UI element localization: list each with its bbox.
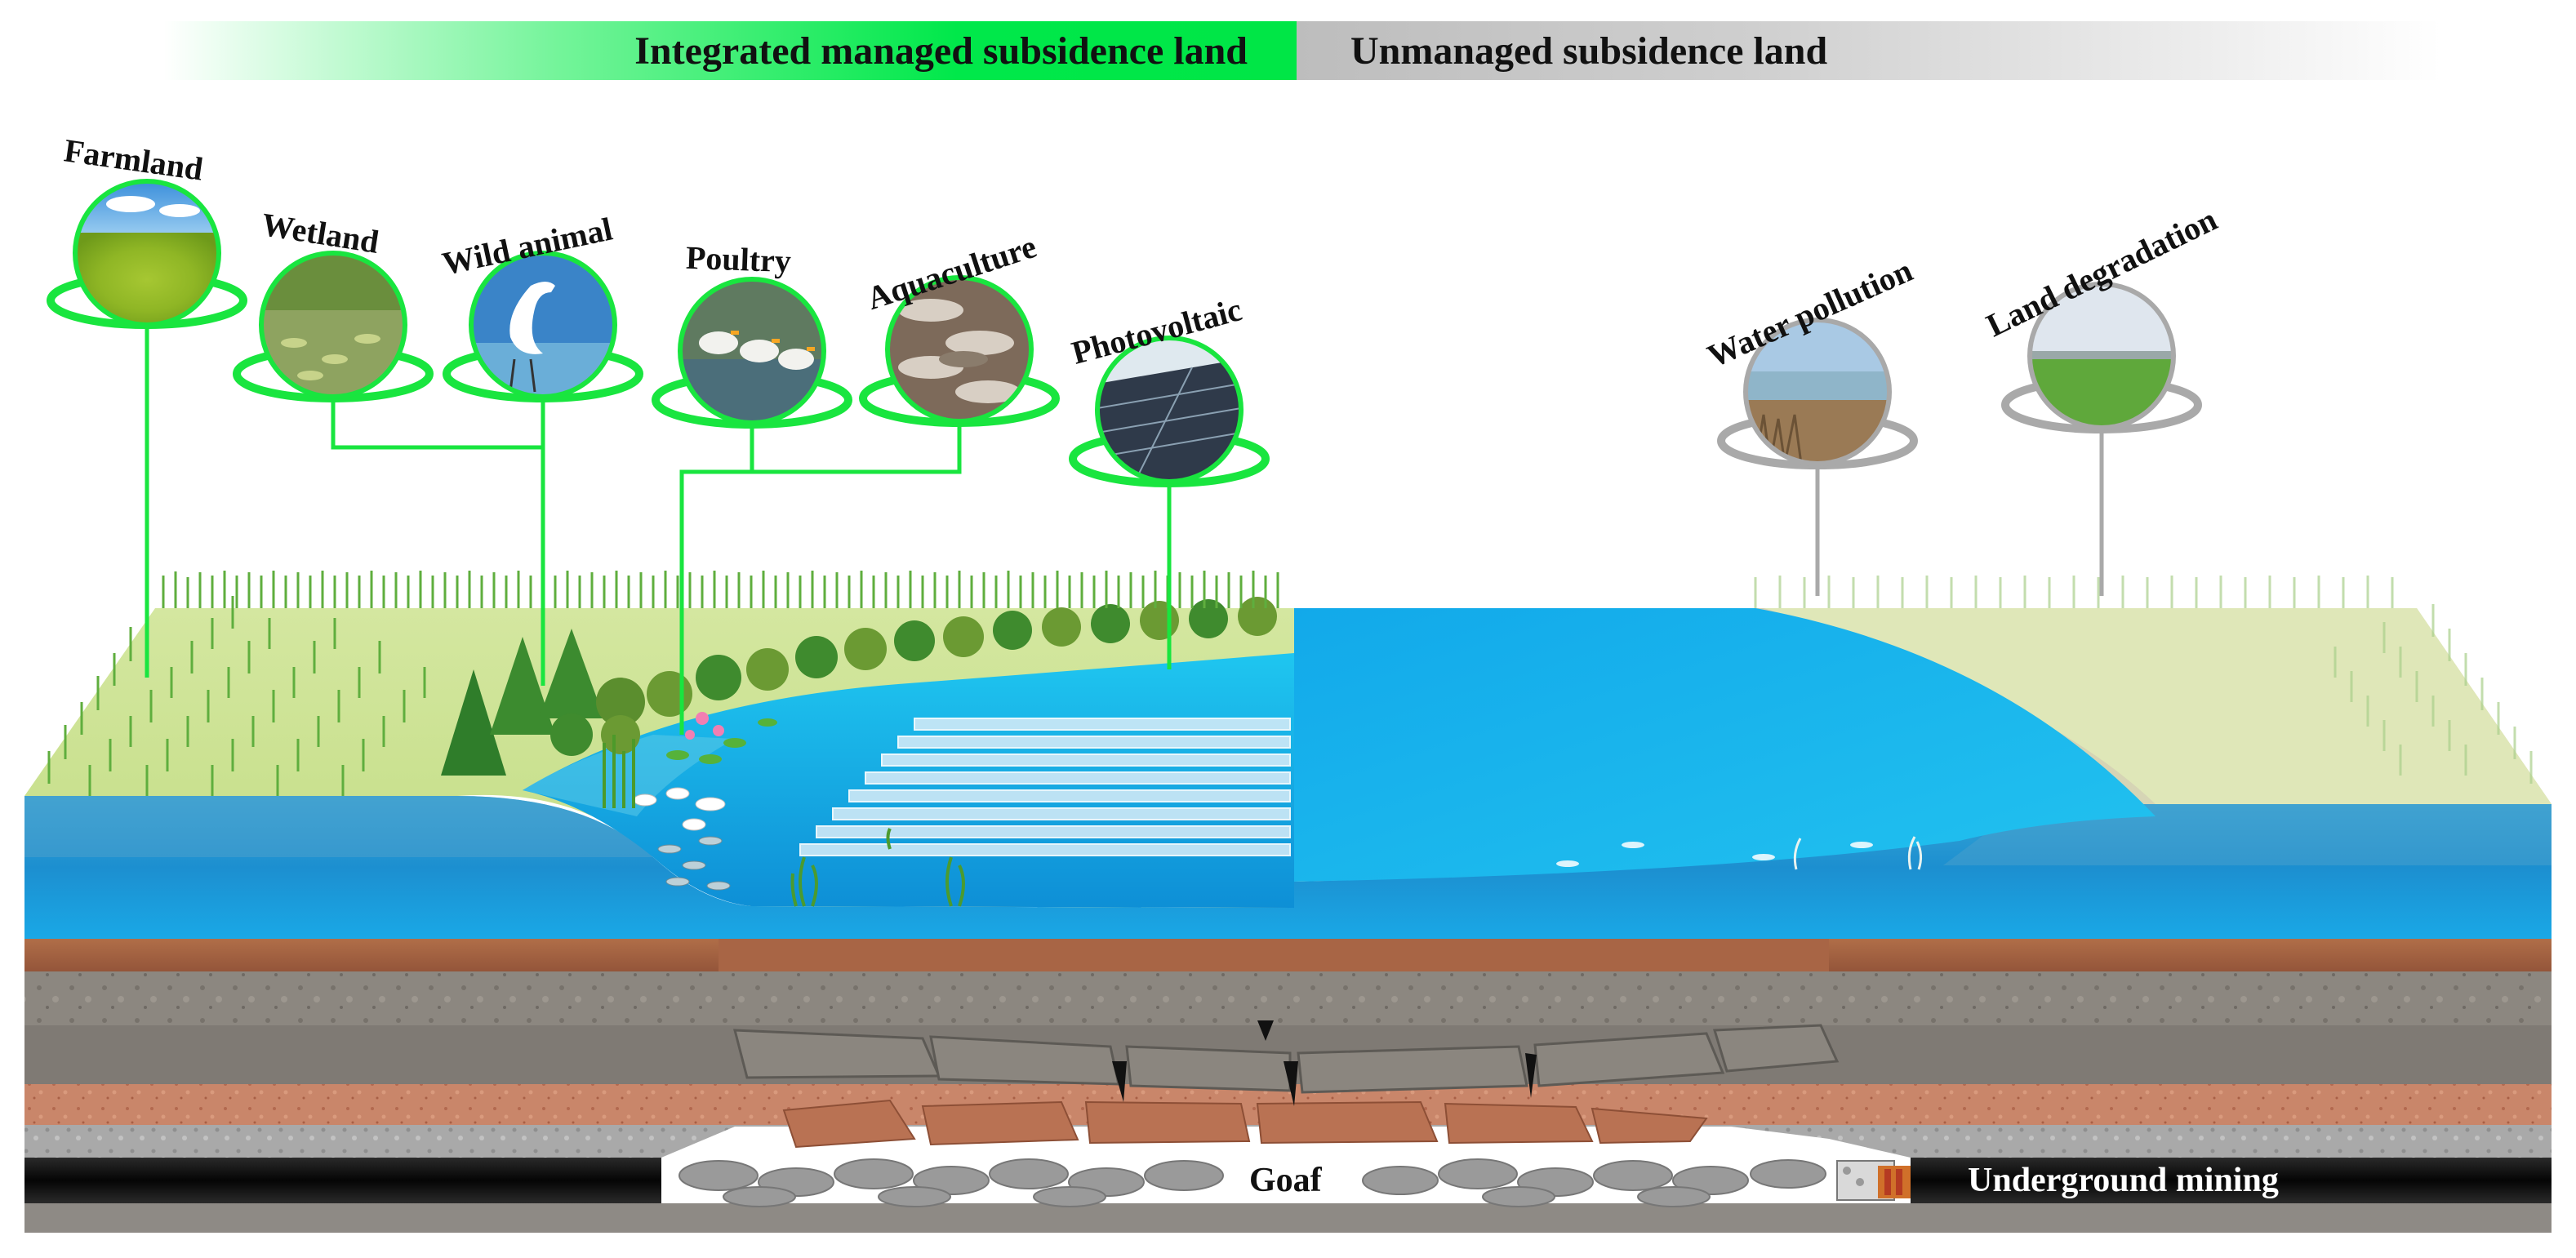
connectors-managed bbox=[145, 325, 1172, 735]
coal-seam-right bbox=[1911, 1158, 2552, 1203]
rock-layer-1 bbox=[24, 970, 2552, 1025]
underground-mining-label: Underground mining bbox=[1968, 1162, 2279, 1199]
connectors-unmanaged bbox=[1815, 428, 2104, 596]
swans bbox=[633, 787, 726, 831]
unmanaged-banner: Unmanaged subsidence land bbox=[1297, 21, 2441, 80]
photovoltaic-panels bbox=[799, 718, 1291, 856]
goaf-label: Goaf bbox=[1249, 1162, 1322, 1199]
unmanaged-lake bbox=[1294, 608, 2156, 882]
ducks-photo-icon bbox=[680, 279, 824, 423]
managed-surface bbox=[24, 571, 1294, 908]
unmanaged-surface bbox=[1294, 576, 2552, 882]
managed-banner-title: Integrated managed subsidence land bbox=[634, 29, 1248, 73]
floating-solar-photo-icon bbox=[1097, 338, 1241, 482]
goaf-zone bbox=[661, 1020, 1911, 1207]
poultry-label: Poultry bbox=[685, 238, 792, 280]
mining-machine-icon bbox=[1836, 1160, 1911, 1201]
managed-banner: Integrated managed subsidence land bbox=[163, 21, 1297, 80]
fish-photo-icon bbox=[888, 278, 1031, 421]
coal-seam-left bbox=[24, 1158, 661, 1203]
crops-left bbox=[47, 571, 1279, 796]
unmanaged-banner-title: Unmanaged subsidence land bbox=[1350, 29, 1828, 73]
floor-rock bbox=[24, 1203, 2552, 1233]
